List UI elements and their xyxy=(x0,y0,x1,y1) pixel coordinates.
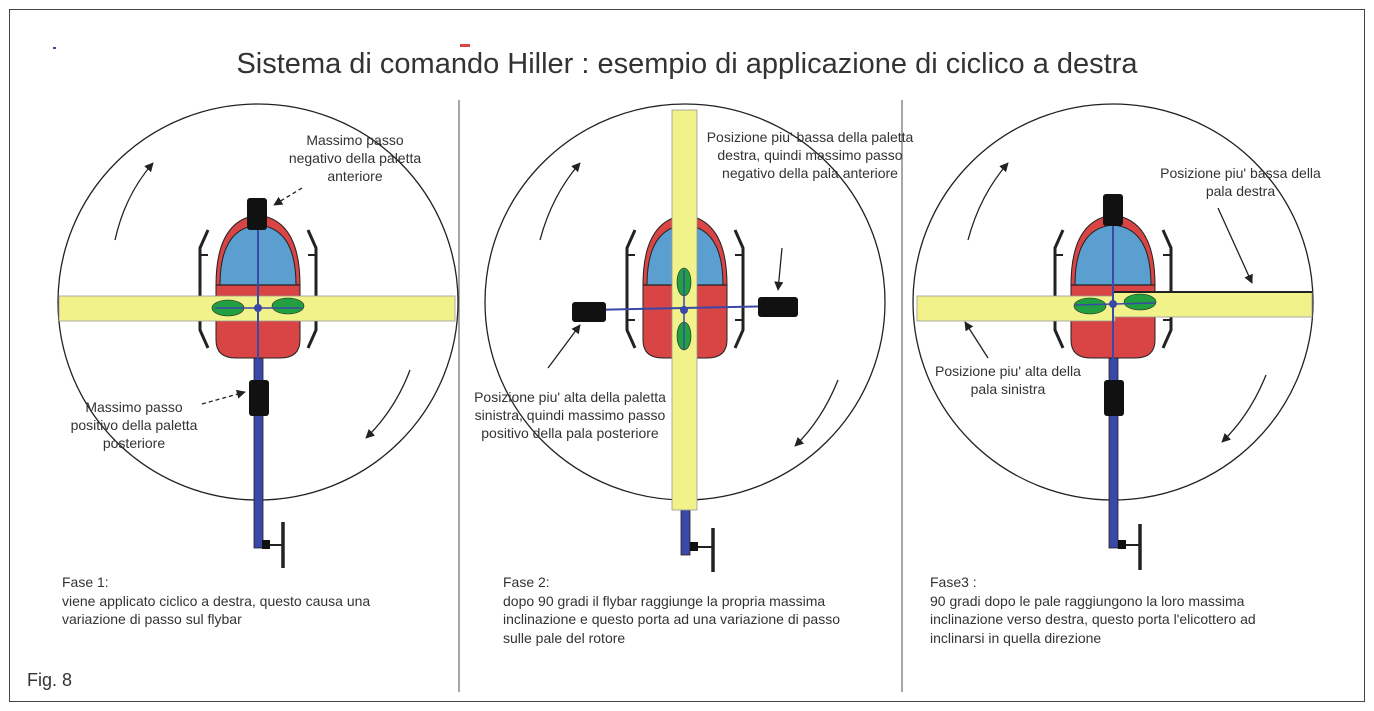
label-arrow xyxy=(273,187,303,206)
phase-1-title: Fase 1: xyxy=(62,574,109,590)
label-front-paddle-negative: Massimo passo negativo della paletta ant… xyxy=(288,132,422,184)
phase-2-title: Fase 2: xyxy=(503,574,550,590)
label-rear-paddle-positive: Massimo passo positivo della paletta pos… xyxy=(70,399,198,451)
caption-phase-3: Fase3 : 90 gradi dopo le pale raggiungon… xyxy=(930,573,1280,647)
label-arrow xyxy=(1217,207,1253,284)
rotation-arrow xyxy=(794,379,839,447)
corner-mark xyxy=(460,44,470,47)
diagram-title: Sistema di comando Hiller : esempio di a… xyxy=(236,48,1138,80)
rotation-arrow xyxy=(365,369,411,439)
phase-3-title: Fase3 : xyxy=(930,574,977,590)
label-left-paddle-highest: Posizione piu' alta della paletta sinist… xyxy=(474,389,666,441)
rotation-arrow xyxy=(539,162,581,241)
rotation-arrow xyxy=(1221,374,1267,443)
label-arrow xyxy=(774,247,784,291)
rotation-arrow xyxy=(967,162,1009,241)
label-left-blade-highest: Posizione piu' alta della pala sinistra xyxy=(935,363,1081,397)
phase-3-text: 90 gradi dopo le pale raggiungono la lor… xyxy=(930,592,1256,646)
flybar-paddle-left xyxy=(572,302,606,322)
figure-frame xyxy=(9,9,1365,702)
flybar-paddle-rear xyxy=(249,380,269,416)
label-arrow xyxy=(964,321,989,359)
figure-label: Fig. 8 xyxy=(27,670,73,690)
flybar-paddle-rear xyxy=(1104,380,1124,416)
phase-2-text: dopo 90 gradi il flybar raggiunge la pro… xyxy=(503,592,841,646)
caption-phase-1: Fase 1: viene applicato ciclico a destra… xyxy=(62,573,422,629)
label-right-paddle-lowest: Posizione piu' bassa della paletta destr… xyxy=(706,129,914,181)
label-right-blade-lowest: Posizione piu' bassa della pala destra xyxy=(1160,165,1321,199)
flybar-paddle-front xyxy=(247,198,267,230)
panel-1-drawing xyxy=(57,103,459,568)
corner-mark xyxy=(53,47,56,49)
label-arrow xyxy=(201,389,246,405)
flybar-paddle-front xyxy=(1103,194,1123,226)
phase-1-text: viene applicato ciclico a destra, questo… xyxy=(62,592,371,628)
caption-phase-2: Fase 2: dopo 90 gradi il flybar raggiung… xyxy=(503,573,863,647)
panel-2-drawing xyxy=(484,103,886,572)
rotor-hub xyxy=(211,297,305,317)
rotation-arrow xyxy=(114,162,154,241)
label-arrow xyxy=(547,324,581,369)
panel-3-drawing xyxy=(912,103,1314,570)
rotor-hub xyxy=(1073,293,1157,315)
flybar-paddle-right xyxy=(758,297,798,317)
rotor-hub xyxy=(676,267,692,351)
